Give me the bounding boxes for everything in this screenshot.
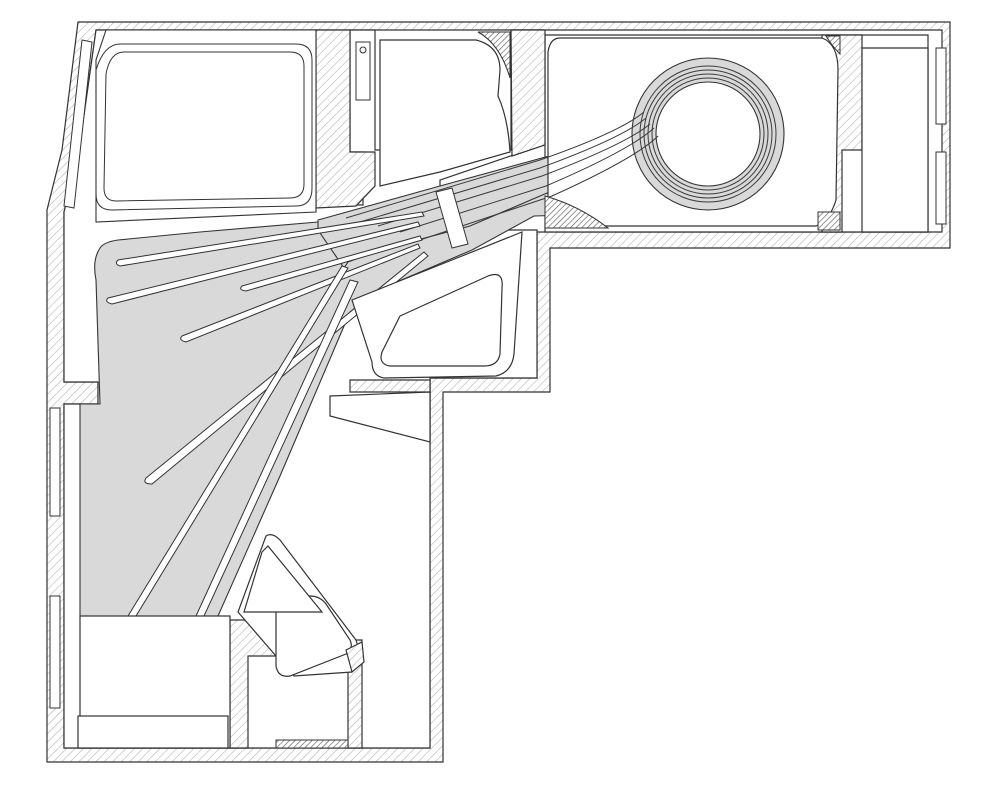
partition-wall-top-left	[315, 29, 376, 209]
return-loop-track-4	[651, 77, 765, 191]
hatched-block-middle	[349, 379, 431, 393]
right-room-hatched-corner-top	[825, 35, 841, 56]
yard-track-4	[180, 243, 421, 343]
window-left-upper	[49, 407, 61, 517]
upper-left-baseboard	[95, 29, 317, 223]
turnout-box	[435, 187, 469, 249]
return-loop-track-3	[647, 73, 769, 195]
return-loop-track-1	[639, 65, 777, 203]
yard-track-3	[240, 235, 423, 292]
loop-lead-track-5	[419, 135, 659, 241]
right-room-hatched-corner-br	[817, 211, 841, 231]
return-loop-track-2	[643, 69, 773, 199]
window-left-angled	[63, 39, 93, 209]
loop-lead-track-2	[359, 117, 647, 223]
partition-wall-top-middle	[510, 29, 546, 157]
lower-triangle-top	[243, 545, 324, 613]
yard-track-2	[106, 221, 421, 305]
return-loop-inner	[655, 81, 761, 187]
upper-left-loop-outer	[95, 43, 313, 211]
loop-lead-track-4	[399, 127, 655, 233]
bottom-door-hatch	[275, 739, 349, 749]
right-room-hatched-corner-bottom	[544, 195, 610, 229]
window-right-bottom	[935, 151, 947, 225]
top-middle-hatched-corner	[477, 31, 511, 79]
fixture-knob	[359, 46, 367, 54]
loop-lead-track-3	[377, 123, 651, 227]
bottom-left-shelf	[77, 715, 229, 749]
middle-pocket-inner	[380, 273, 503, 367]
yard-track-1	[115, 211, 425, 267]
lower-middle-ramp	[329, 391, 431, 443]
small-fixture	[355, 41, 371, 101]
upper-left-loop-inner	[103, 51, 305, 202]
loop-lead-track-1	[345, 111, 645, 219]
window-left-lower	[49, 595, 61, 709]
lower-triangle-hatched-band	[345, 641, 365, 674]
right-room-cabinet	[861, 47, 929, 233]
window-right-top	[935, 47, 947, 125]
top-middle-area	[379, 39, 511, 187]
